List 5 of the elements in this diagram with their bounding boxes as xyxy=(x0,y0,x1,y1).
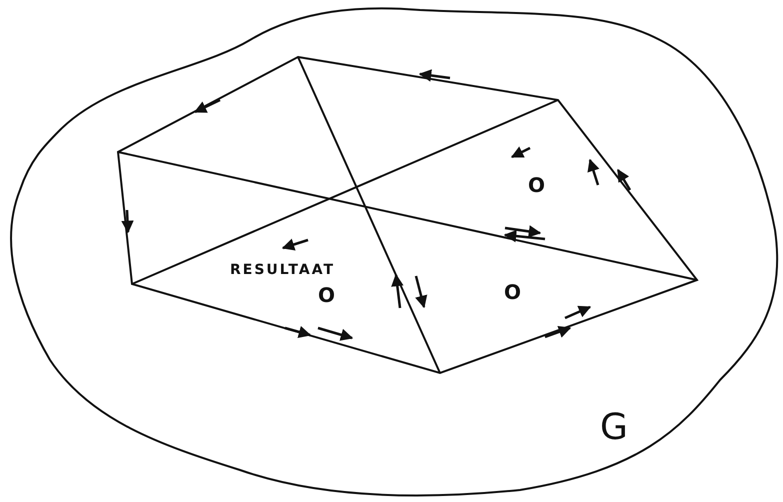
result-label: RESULTAAT xyxy=(230,263,335,277)
region-value-label: O xyxy=(528,175,546,195)
region-label: G xyxy=(600,410,628,446)
region-value-label: O xyxy=(504,282,522,302)
region-value-label: O xyxy=(318,285,336,305)
